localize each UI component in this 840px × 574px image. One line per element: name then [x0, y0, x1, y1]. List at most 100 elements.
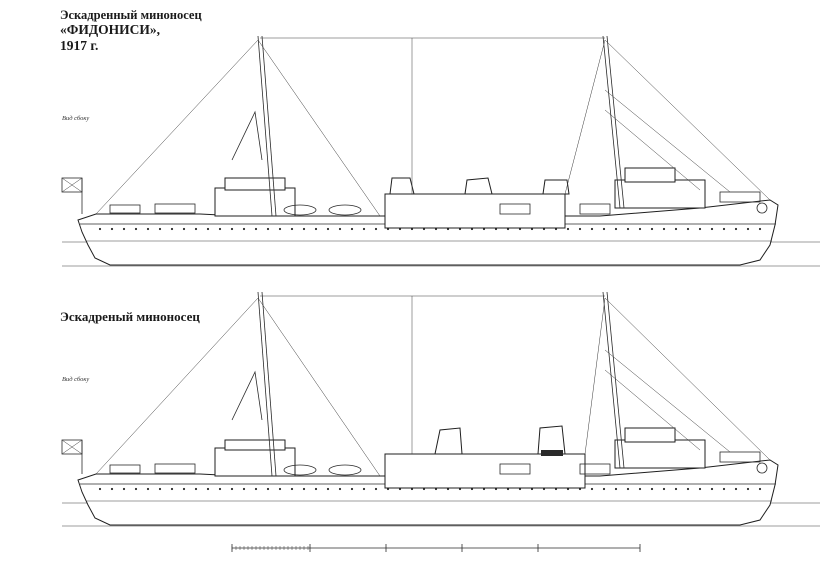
bridge-upper-bottom — [224, 439, 286, 451]
porthole — [602, 487, 606, 491]
porthole — [290, 227, 294, 231]
porthole — [710, 487, 714, 491]
porthole — [758, 227, 762, 231]
bridge-upper-top — [224, 177, 286, 191]
deck-fittings-bottom — [109, 451, 761, 476]
porthole — [278, 227, 282, 231]
porthole — [602, 227, 606, 231]
porthole — [614, 487, 618, 491]
porthole — [218, 487, 222, 491]
aft-deckhouse-top — [614, 179, 706, 209]
bow-emblem-bottom — [756, 462, 768, 474]
porthole — [206, 487, 210, 491]
porthole — [266, 227, 270, 231]
porthole — [170, 487, 174, 491]
porthole — [98, 227, 102, 231]
bridge-bottom — [214, 447, 296, 477]
porthole — [686, 487, 690, 491]
porthole — [194, 487, 198, 491]
aft-bridge-top — [624, 167, 676, 183]
porthole — [314, 487, 318, 491]
porthole — [362, 227, 366, 231]
porthole — [134, 487, 138, 491]
gaff-top — [231, 110, 263, 161]
porthole — [650, 227, 654, 231]
porthole — [662, 487, 666, 491]
mainmast-bottom — [602, 291, 621, 469]
top-title-line1: Эскадренный миноносец — [60, 8, 202, 22]
porthole — [722, 487, 726, 491]
porthole — [350, 227, 354, 231]
porthole — [206, 227, 210, 231]
porthole — [170, 227, 174, 231]
porthole — [314, 227, 318, 231]
porthole — [158, 227, 162, 231]
foremast-top — [257, 35, 273, 217]
porthole — [218, 227, 222, 231]
funnel-1-bottom — [434, 427, 463, 455]
porthole — [374, 487, 378, 491]
mainmast-top — [602, 35, 621, 209]
porthole — [734, 487, 738, 491]
rigging-top — [95, 39, 771, 217]
ship-profile-bottom — [61, 291, 820, 527]
porthole — [710, 227, 714, 231]
porthole — [626, 227, 630, 231]
porthole — [362, 487, 366, 491]
porthole — [122, 227, 126, 231]
porthole — [590, 487, 594, 491]
porthole — [242, 487, 246, 491]
foremast-bottom — [257, 291, 273, 477]
porthole — [638, 487, 642, 491]
porthole — [110, 227, 114, 231]
porthole — [746, 487, 750, 491]
porthole — [122, 487, 126, 491]
porthole — [254, 227, 258, 231]
porthole — [638, 227, 642, 231]
deckhouse-mid-bottom — [384, 453, 586, 489]
porthole — [194, 227, 198, 231]
aft-deckhouse-bottom — [614, 439, 706, 469]
porthole — [230, 487, 234, 491]
top-drawing-title: Эскадренный миноносец «ФИДОНИСИ», 1917 г… — [60, 8, 202, 53]
porthole — [722, 227, 726, 231]
porthole — [266, 487, 270, 491]
porthole — [230, 227, 234, 231]
porthole — [290, 487, 294, 491]
bridge-top — [214, 187, 296, 217]
porthole — [662, 227, 666, 231]
bottom-title-line1: Эскадреный миноносец — [60, 309, 200, 324]
porthole — [134, 227, 138, 231]
porthole — [338, 227, 342, 231]
deckhouse-mid-top — [384, 193, 566, 229]
funnel-1-top — [389, 177, 415, 195]
porthole — [338, 487, 342, 491]
bottom-drawing-title: Эскадреный миноносец — [60, 309, 200, 325]
porthole — [326, 227, 330, 231]
porthole — [302, 487, 306, 491]
porthole — [566, 227, 570, 231]
top-title-line2: «ФИДОНИСИ», — [60, 22, 161, 38]
porthole — [698, 487, 702, 491]
porthole — [686, 227, 690, 231]
porthole — [98, 487, 102, 491]
porthole — [626, 487, 630, 491]
porthole — [698, 227, 702, 231]
deck-fittings-top — [109, 191, 761, 216]
porthole — [278, 487, 282, 491]
funnel-2-bottom — [537, 425, 566, 455]
porthole — [590, 227, 594, 231]
porthole — [110, 487, 114, 491]
porthole — [758, 487, 762, 491]
porthole — [242, 227, 246, 231]
porthole — [734, 227, 738, 231]
top-title-line3: 1917 г. — [60, 37, 99, 53]
rigging-bottom — [95, 297, 771, 477]
porthole — [578, 227, 582, 231]
porthole — [146, 227, 150, 231]
funnel-band-bottom — [541, 450, 563, 456]
aft-bridge-bottom — [624, 427, 676, 443]
bow-emblem-top — [756, 202, 768, 214]
